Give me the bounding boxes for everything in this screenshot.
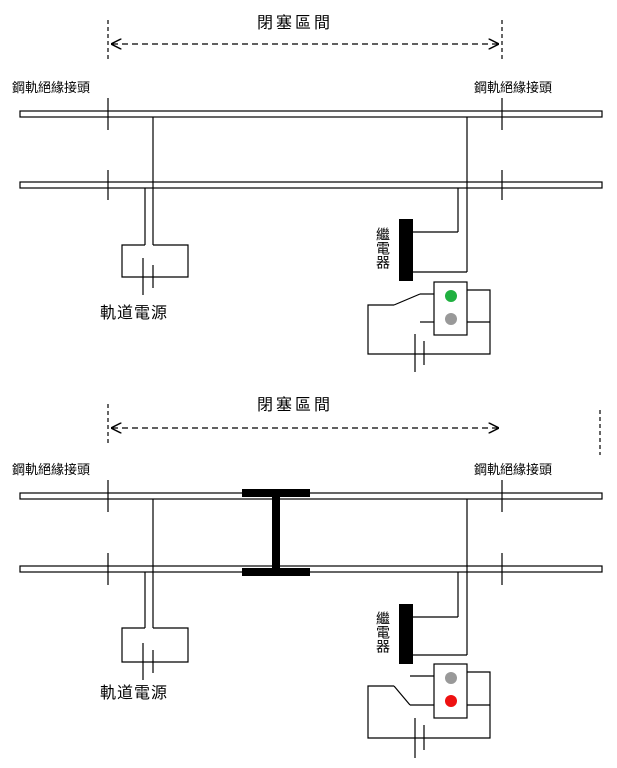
power-label: 軌道電源	[100, 683, 168, 702]
relay	[399, 117, 468, 281]
relay	[399, 499, 468, 664]
signal-head	[367, 281, 491, 372]
left-joint-label: 鋼軌絕緣接頭	[12, 80, 90, 96]
rail-lower	[19, 181, 603, 189]
train-axle	[242, 489, 310, 576]
relay-label: 繼電器	[374, 611, 390, 653]
diagram-unoccupied: 閉塞區間 鋼軌絕緣接頭 鋼軌絕緣接頭 軌道電源	[12, 13, 603, 372]
rail-upper	[19, 492, 603, 500]
rail-upper	[19, 110, 603, 118]
left-joint-label: 鋼軌絕緣接頭	[12, 462, 90, 478]
signal-head	[367, 663, 491, 758]
signal-lamp-top	[445, 672, 457, 684]
signal-lamp-bottom	[445, 695, 457, 707]
relay-coil	[399, 219, 413, 281]
track-power-source	[121, 117, 189, 295]
section-label: 閉塞區間	[257, 13, 333, 32]
right-joint-label: 鋼軌絕緣接頭	[474, 80, 552, 96]
diagram-occupied: 閉塞區間 鋼軌絕緣接頭 鋼軌絕緣接頭 軌道電源	[12, 395, 603, 758]
section-label: 閉塞區間	[257, 395, 333, 414]
right-joint-label: 鋼軌絕緣接頭	[474, 462, 552, 478]
signal-lamp-bottom	[445, 313, 457, 325]
signal-lamp-top	[445, 290, 457, 302]
power-label: 軌道電源	[100, 303, 168, 322]
track-power-source	[121, 499, 189, 680]
relay-coil	[399, 604, 413, 664]
relay-label: 繼電器	[374, 227, 390, 269]
rail-lower	[19, 565, 603, 573]
